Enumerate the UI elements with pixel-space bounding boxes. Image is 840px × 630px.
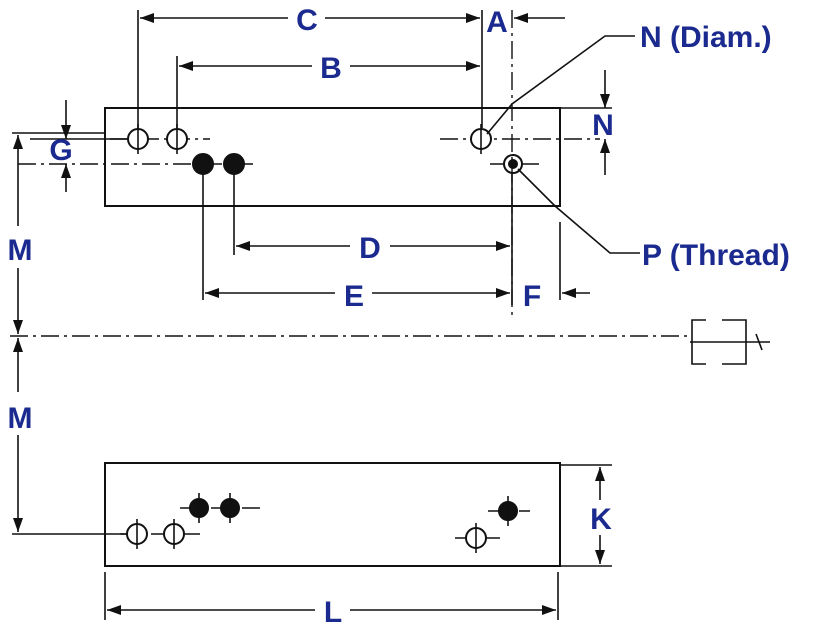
label-d: D — [359, 232, 381, 265]
label-n-side: N — [592, 109, 614, 142]
dim-f-arrow — [562, 288, 576, 298]
top-threaded-hole-2 — [223, 153, 245, 175]
label-p-thread: P (Thread) — [642, 239, 790, 272]
dim-e-arrow-right — [496, 288, 510, 298]
dim-m-top-arrow-down — [13, 320, 23, 334]
label-l: L — [324, 596, 342, 629]
dim-g-arrow-top — [61, 125, 71, 139]
dim-n-arrow-top — [600, 94, 610, 108]
dim-g-arrow-bottom — [61, 164, 71, 178]
top-threaded-hole-1 — [192, 153, 214, 175]
leader-p-thread — [517, 168, 640, 254]
dim-k-arrow-bottom — [595, 550, 605, 564]
bottom-view-plate — [104, 462, 561, 567]
dim-b-arrow-right — [466, 61, 480, 71]
dim-m-bottom-arrow-down — [13, 518, 23, 532]
label-m-bottom: M — [8, 402, 33, 435]
dim-b-arrow-left — [179, 61, 193, 71]
label-b: B — [320, 52, 342, 85]
label-g: G — [49, 134, 72, 167]
dim-c-arrow-left — [140, 13, 154, 23]
dim-n-arrow-bottom — [600, 139, 610, 153]
top-threaded-hole-3-core — [508, 159, 518, 169]
label-c: C — [296, 4, 318, 37]
label-a: A — [486, 6, 508, 39]
label-n-diam: N (Diam.) — [640, 21, 772, 54]
label-k: K — [590, 503, 612, 536]
leader-n-diam — [486, 35, 635, 135]
dim-k-arrow-top — [595, 467, 605, 481]
top-view-plate — [104, 107, 561, 207]
dim-m-top-arrow-up — [13, 135, 23, 149]
dim-l-arrow-right — [542, 605, 556, 615]
dim-a-arrow — [514, 13, 528, 23]
dim-d-arrow-right — [496, 241, 510, 251]
side-profile-tick — [755, 333, 763, 351]
label-f: F — [523, 280, 541, 313]
label-e: E — [344, 280, 364, 313]
dim-d-arrow-left — [236, 241, 250, 251]
dim-e-arrow-left — [205, 288, 219, 298]
label-m-top: M — [8, 234, 33, 267]
dim-l-arrow-left — [107, 605, 121, 615]
dim-m-bottom-arrow-up — [13, 338, 23, 352]
dim-c-arrow-right — [466, 13, 480, 23]
